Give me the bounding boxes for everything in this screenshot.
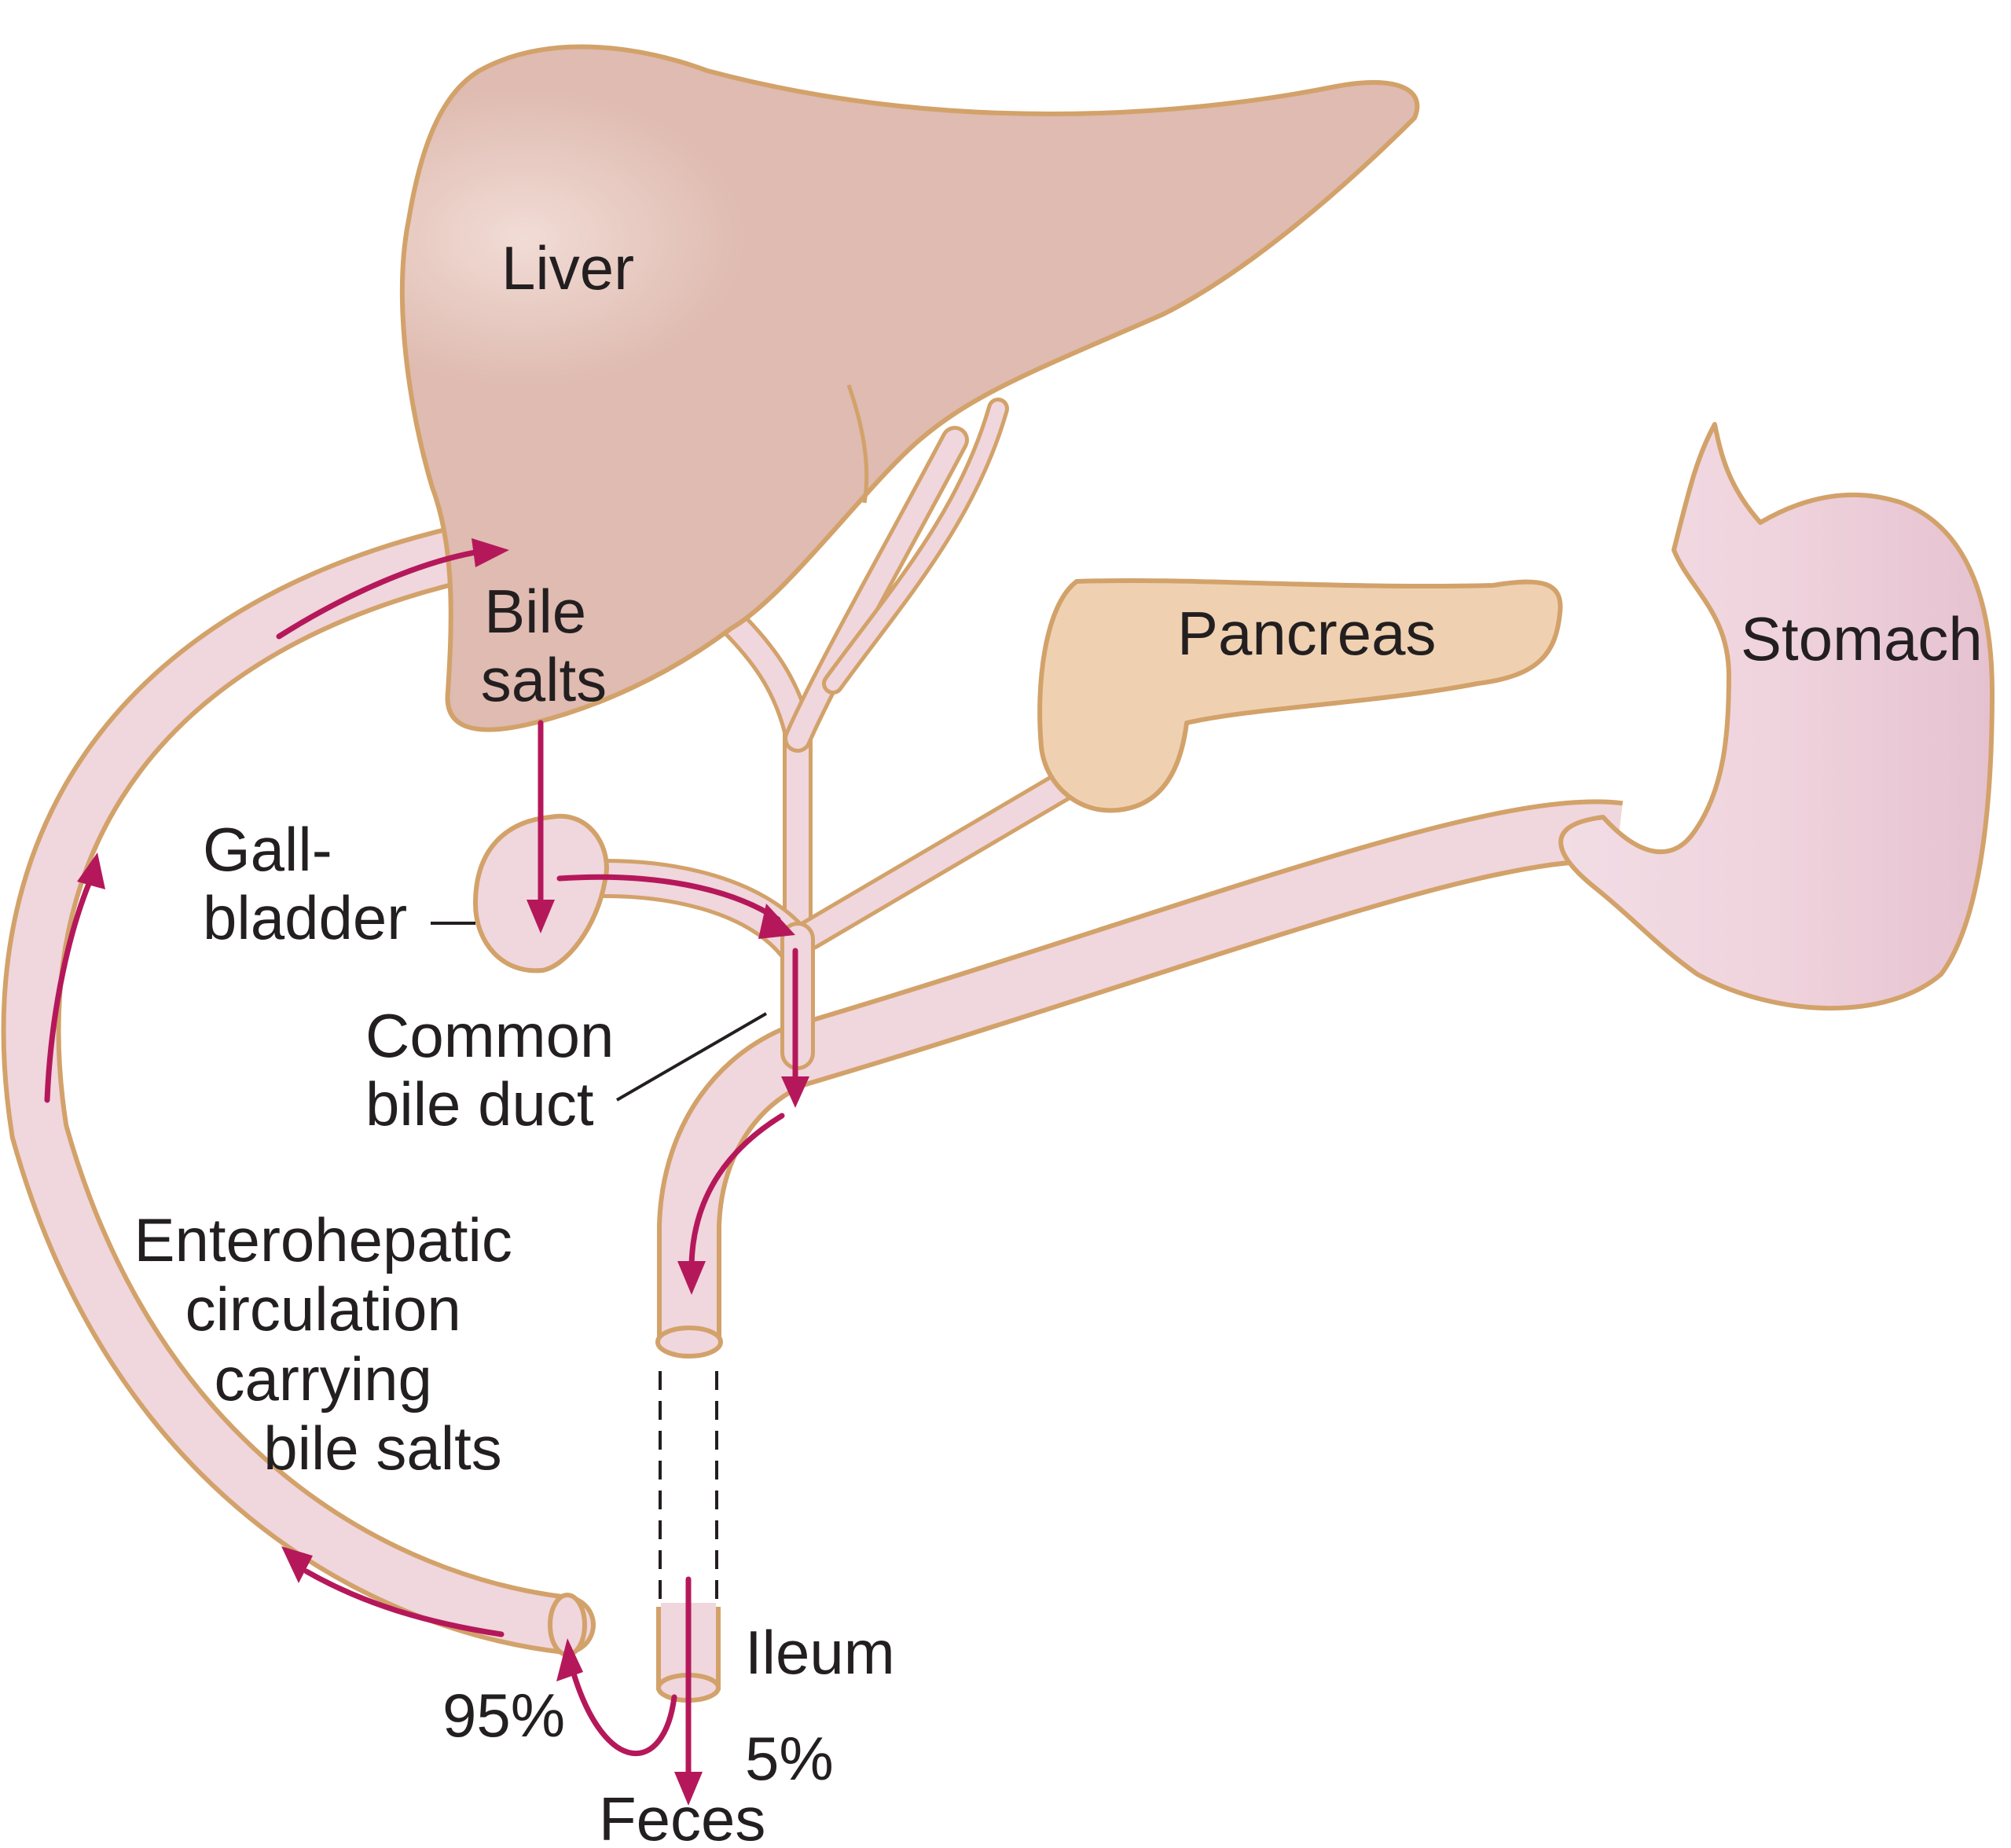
arrowhead <box>281 1546 313 1583</box>
duodenum <box>655 799 1624 1358</box>
common-bile-duct-label: Common bile duct <box>365 1001 631 1138</box>
arrowhead <box>674 1772 703 1806</box>
bile-salts-label: Bile salts <box>481 577 607 714</box>
arrowhead <box>758 904 795 939</box>
liver-label: Liver <box>501 233 634 302</box>
arrow-enterohepatic-bottom <box>303 1568 505 1637</box>
bile-flow-arrows <box>44 538 809 1806</box>
hepatic-ducts <box>716 398 1009 958</box>
excreted-percent: 5% <box>745 1724 834 1793</box>
arrow-cystic-duct <box>556 874 781 922</box>
enterohepatic-vessel <box>1 520 596 1657</box>
arrowhead <box>781 1076 809 1108</box>
stomach <box>1558 422 1994 1011</box>
arrow-duodenum <box>688 1113 785 1268</box>
arrow-reabsorption-loop <box>571 1670 677 1756</box>
pancreas <box>1037 578 1563 813</box>
pancreatic-duct <box>794 762 1092 951</box>
ileum-label: Ileum <box>745 1618 895 1687</box>
stomach-label: Stomach <box>1741 604 1983 673</box>
common-bile-duct-leader <box>615 1012 768 1102</box>
reabsorbed-percent: 95% <box>442 1681 565 1750</box>
pancreas-label: Pancreas <box>1177 599 1437 668</box>
liver <box>399 44 1420 732</box>
feces-label: Feces <box>599 1784 765 1848</box>
arrowhead <box>677 1261 706 1295</box>
arrowhead <box>77 852 105 889</box>
arrowhead <box>527 900 555 933</box>
gallbladder-label: Gall- bladder <box>203 815 407 952</box>
arrowhead <box>472 538 509 567</box>
liver-fissure <box>846 384 869 504</box>
arrow-enterohepatic-left <box>44 877 94 1103</box>
arrowhead <box>556 1638 583 1681</box>
enterohepatic-label: Enterohepatic circulation carrying bile … <box>134 1205 529 1483</box>
arrow-enterohepatic-top <box>276 549 479 640</box>
